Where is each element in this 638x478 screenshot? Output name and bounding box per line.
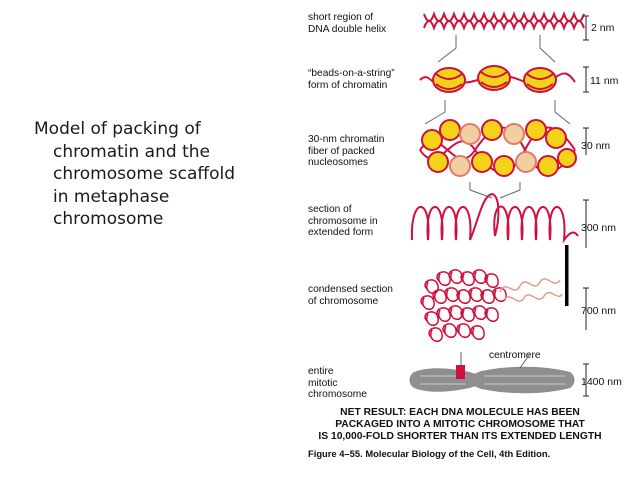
condensed-chromosome-section xyxy=(420,269,563,342)
size-11nm: 11 nm xyxy=(590,75,619,87)
caption-line-5: chromosome xyxy=(53,209,164,229)
connector-lines xyxy=(424,35,571,199)
caption-line-2: chromatin and the xyxy=(53,141,210,162)
net-result-text: NET RESULT: EACH DNA MOLECULE HAS BEEN P… xyxy=(318,407,602,442)
dna-double-helix xyxy=(423,11,585,31)
caption-line-3: chromosome scaffold xyxy=(53,164,236,184)
scale-bar xyxy=(565,245,569,306)
caption-line-4: in metaphase xyxy=(53,186,170,207)
figure-credit: Figure 4–55. Molecular Biology of the Ce… xyxy=(308,448,551,459)
beads-on-a-string xyxy=(419,65,576,93)
size-2nm: 2 nm xyxy=(591,22,615,34)
mitotic-chromosome xyxy=(409,352,575,394)
extended-chromosome-loops xyxy=(410,192,579,244)
label-centromere: centromere xyxy=(489,350,541,361)
caption-line-1: Model of packing of xyxy=(34,119,201,139)
slide-caption: Model of packing of chromatin and the ch… xyxy=(34,118,264,231)
size-1400nm: 1400 nm xyxy=(581,376,622,388)
size-300nm: 300 nm xyxy=(581,222,617,234)
label-beads-on-string: “beads-on-a-string”form of chromatin xyxy=(308,68,395,91)
size-30nm: 30 nm xyxy=(581,140,611,152)
size-700nm: 700 nm xyxy=(581,305,617,317)
centromere-marker xyxy=(456,365,465,379)
dimension-arrows xyxy=(583,15,589,397)
chromatin-30nm-fiber xyxy=(419,119,577,177)
